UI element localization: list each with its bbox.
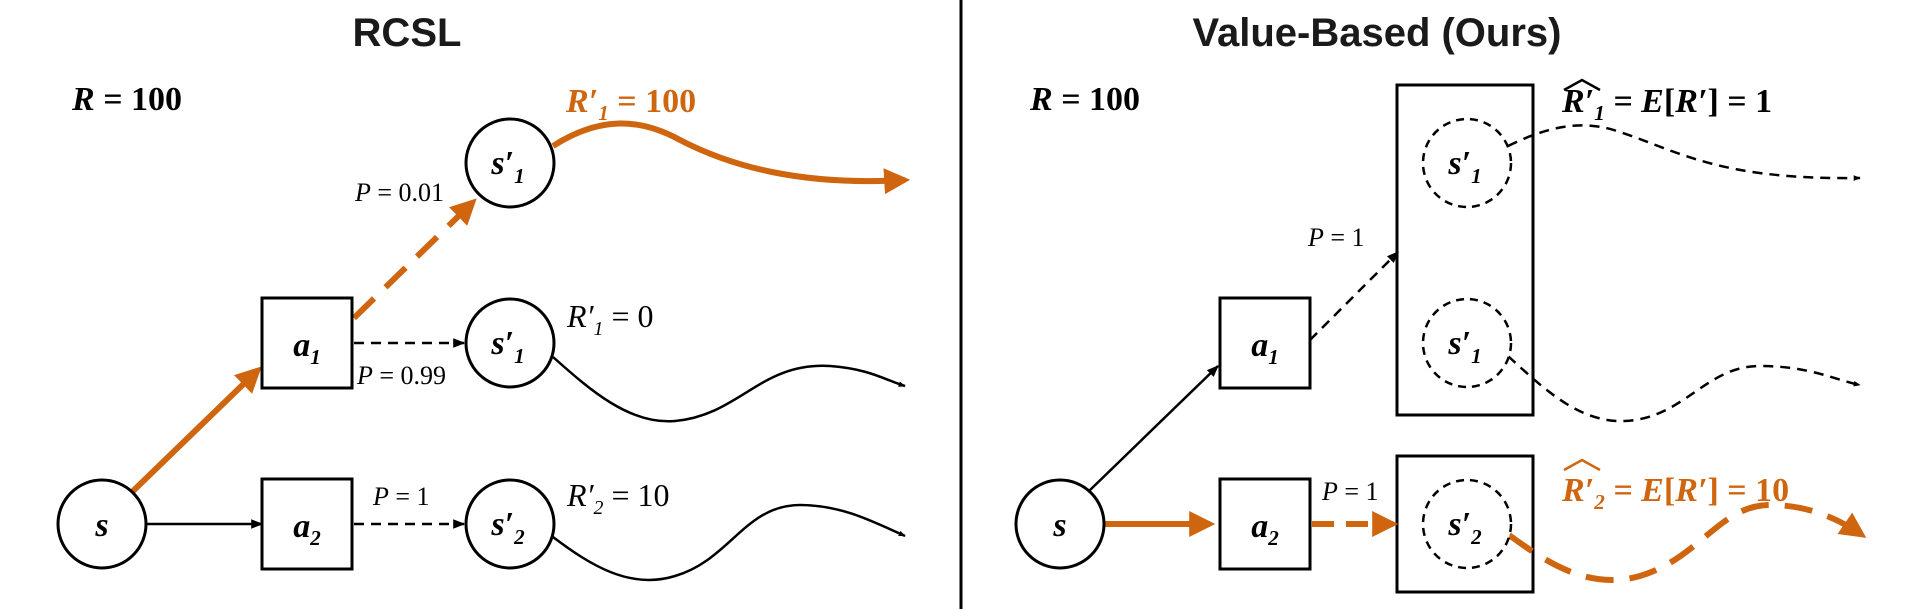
left-edge-s-a1	[129, 366, 262, 495]
right-next-state-s1-bottom	[1421, 297, 1513, 389]
right-action-a1	[1218, 296, 1312, 390]
left-return-label: R = 100	[71, 81, 182, 118]
left-action-a2	[260, 477, 354, 571]
left-trajectory-high	[551, 120, 911, 195]
right-edge-a1-box	[1309, 251, 1399, 341]
right-return-a1: R′1 = E[R′] = 1	[1561, 78, 1772, 125]
left-action-a1	[260, 296, 354, 390]
right-return-label: R = 100	[1029, 81, 1140, 118]
left-state-s	[56, 478, 148, 570]
right-action-a2	[1218, 477, 1312, 571]
right-next-state-s2	[1421, 478, 1513, 570]
right-next-state-s1-top	[1421, 117, 1513, 209]
left-state-s-label: s	[94, 507, 108, 544]
right-trajectory-top	[1507, 124, 1861, 181]
left-return-high: R′1 = 100	[565, 83, 696, 125]
left-next-state-s2-label: s′2	[490, 506, 525, 549]
left-next-state-s1-zero	[464, 297, 556, 389]
left-panel: RCSL R = 100 s a1 a2 s′1 s′1 s′2 P = 0.0…	[56, 11, 911, 582]
right-prob-a2: P = 1	[1321, 477, 1379, 506]
left-prob-zero: P = 0.99	[356, 361, 446, 390]
left-next-state-s2	[464, 478, 556, 570]
left-prob-high: P = 0.01	[354, 178, 444, 207]
left-prob-a2: P = 1	[372, 482, 430, 511]
right-edge-s-a1	[1088, 365, 1219, 492]
right-trajectory-bottom	[1507, 355, 1861, 423]
right-trajectory-a2	[1507, 501, 1867, 583]
right-return-a2: R′2 = E[R′] = 10	[1561, 458, 1789, 514]
left-next-state-s1-high	[464, 117, 556, 209]
left-edge-a1-s1top	[351, 198, 477, 321]
right-panel: Value-Based (Ours) R = 100 s a1 a2 s′1 s…	[1014, 11, 1867, 594]
left-return-zero: R′1 = 0	[566, 298, 654, 340]
left-return-ten: R′2 = 10	[566, 477, 670, 519]
svg-text:R′1 = E[R′] = 1: R′1 = E[R′] = 1	[1561, 83, 1772, 125]
svg-text:R′2 = E[R′] = 10: R′2 = E[R′] = 10	[1561, 472, 1789, 514]
right-prob-a1: P = 1	[1307, 223, 1365, 252]
right-state-s	[1014, 478, 1106, 570]
right-state-s-label: s	[1052, 507, 1066, 544]
left-trajectory-ten	[552, 503, 906, 582]
left-trajectory-zero	[552, 356, 906, 423]
right-panel-title: Value-Based (Ours)	[1192, 11, 1561, 55]
left-panel-title: RCSL	[353, 11, 462, 55]
